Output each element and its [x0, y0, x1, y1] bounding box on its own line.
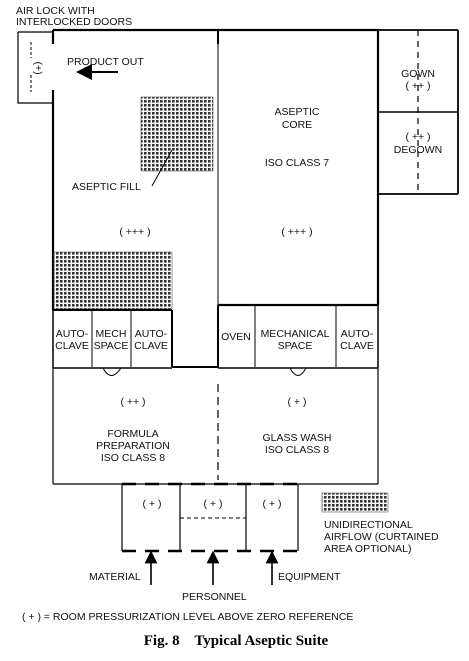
mech-space-line2: SPACE: [94, 340, 129, 352]
airlock-label-line1: AIR LOCK WITH: [16, 5, 95, 17]
legend-swatch: [321, 492, 389, 513]
glasswash-class: ISO CLASS 8: [265, 444, 329, 456]
formula-label-line2: PREPARATION: [96, 440, 170, 452]
mechanical-space-line1: MECHANICAL: [261, 328, 330, 340]
oven-label: OVEN: [221, 331, 251, 343]
legend-line1: UNIDIRECTIONAL: [324, 519, 413, 531]
formula-glasswash-rooms: [52, 368, 379, 485]
personnel-label: PERSONNEL: [182, 591, 247, 603]
formula-class: ISO CLASS 8: [101, 452, 165, 464]
degown-pressure: ( ++ ): [405, 131, 430, 143]
aseptic-fill-pointer: [151, 149, 173, 187]
right-core-pressure: ( +++ ): [281, 226, 312, 238]
autoclave-mid-line2: CLAVE: [134, 340, 168, 352]
left-core-pressure: ( +++ ): [119, 226, 150, 238]
entry-airlocks: [121, 482, 299, 553]
gown-pressure: ( ++ ): [405, 80, 430, 92]
degown-label: DEGOWN: [394, 144, 442, 156]
airlock-pressure: (+): [32, 61, 44, 74]
aseptic-fill-label: ASEPTIC FILL: [72, 181, 141, 193]
mech-space-line1: MECH: [96, 328, 127, 340]
autoclave-left-line2: CLAVE: [55, 340, 89, 352]
autoclave-right-line2: CLAVE: [340, 340, 374, 352]
formula-label-line1: FORMULA: [107, 428, 158, 440]
product-out-label: PRODUCT OUT: [67, 56, 144, 68]
aseptic-core-walls: [51, 28, 380, 310]
autoclave-mid-line1: AUTO-: [135, 328, 168, 340]
left-core-airflow-grid: [53, 251, 173, 310]
aseptic-core-class: ISO CLASS 7: [265, 157, 329, 169]
legend-line3: AREA OPTIONAL): [324, 543, 412, 555]
formula-pressure: ( ++ ): [120, 396, 145, 408]
equipment-label: EQUIPMENT: [278, 571, 341, 583]
footnote: ( + ) = ROOM PRESSURIZATION LEVEL ABOVE …: [22, 611, 353, 623]
material-label: MATERIAL: [89, 571, 141, 583]
mechanical-space-line2: SPACE: [278, 340, 313, 352]
aseptic-fill-airflow-grid: [140, 96, 214, 172]
legend-line2: AIRFLOW (CURTAINED: [324, 531, 439, 543]
material-airlock-pressure: ( + ): [143, 498, 162, 510]
glasswash-pressure: ( + ): [288, 396, 307, 408]
personnel-airlock-pressure: ( + ): [204, 498, 223, 510]
gown-label: GOWN: [401, 68, 435, 80]
gown-degown-rooms: [378, 29, 459, 195]
airlock-label-line2: INTERLOCKED DOORS: [16, 16, 132, 28]
equipment-airlock-pressure: ( + ): [263, 498, 282, 510]
aseptic-core-label-line1: ASEPTIC: [275, 106, 320, 118]
service-strip: [52, 305, 379, 376]
autoclave-right-line1: AUTO-: [341, 328, 374, 340]
figure-caption: Fig. 8 Typical Aseptic Suite: [144, 633, 329, 649]
aseptic-core-label-line2: CORE: [282, 119, 312, 131]
autoclave-left-line1: AUTO-: [56, 328, 89, 340]
glasswash-label: GLASS WASH: [262, 432, 331, 444]
airlock: [17, 31, 53, 104]
